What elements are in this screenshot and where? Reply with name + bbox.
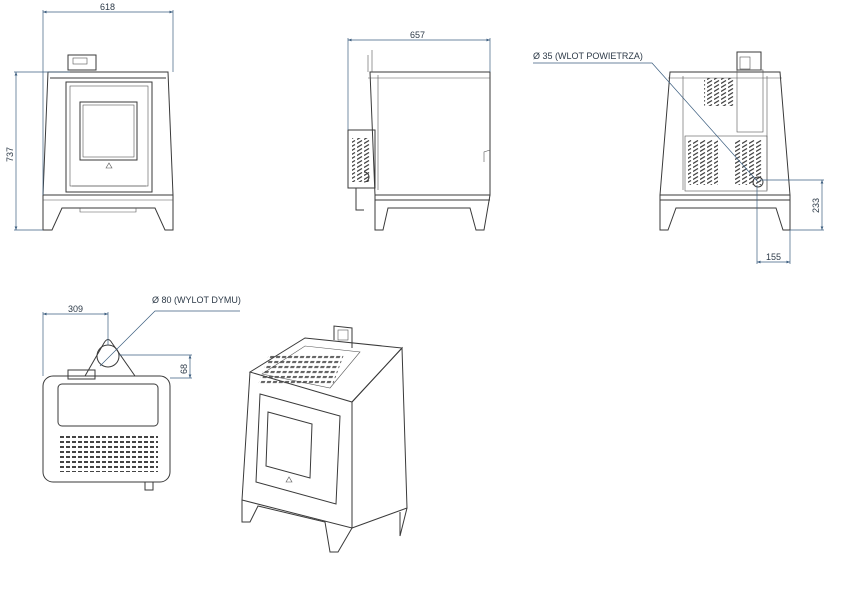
top-outline <box>42 375 171 483</box>
door-glass <box>79 101 138 161</box>
side-vent-panel <box>347 129 376 189</box>
side-depth-dimension: 657 <box>410 30 425 40</box>
isometric-view <box>241 325 408 553</box>
front-view: 618 737 <box>5 2 174 231</box>
back-view: Ø 35 (WLOT POWIETRZA) 233 155 <box>533 51 824 264</box>
top-view: 309 Ø 80 (WYLOT DYMU) 68 <box>42 295 241 491</box>
side-view: 657 <box>347 30 491 231</box>
front-height-dimension: 737 <box>5 147 15 162</box>
back-control-box <box>736 51 762 71</box>
flue-offset-dimension: 309 <box>68 304 83 314</box>
control-panel <box>67 54 97 71</box>
iso-door <box>255 393 341 505</box>
flue-outlet-label: Ø 80 (WYLOT DYMU) <box>152 295 241 305</box>
air-inlet <box>752 176 764 188</box>
air-inlet-label: Ø 35 (WLOT POWIETRZA) <box>533 51 643 61</box>
inlet-height-dimension: 233 <box>811 198 821 213</box>
inlet-offset-dimension: 155 <box>766 252 781 262</box>
flue-depth-dimension: 68 <box>179 364 189 374</box>
front-width-dimension: 618 <box>100 2 115 12</box>
flue-outlet <box>96 344 120 368</box>
door-frame <box>65 81 153 193</box>
